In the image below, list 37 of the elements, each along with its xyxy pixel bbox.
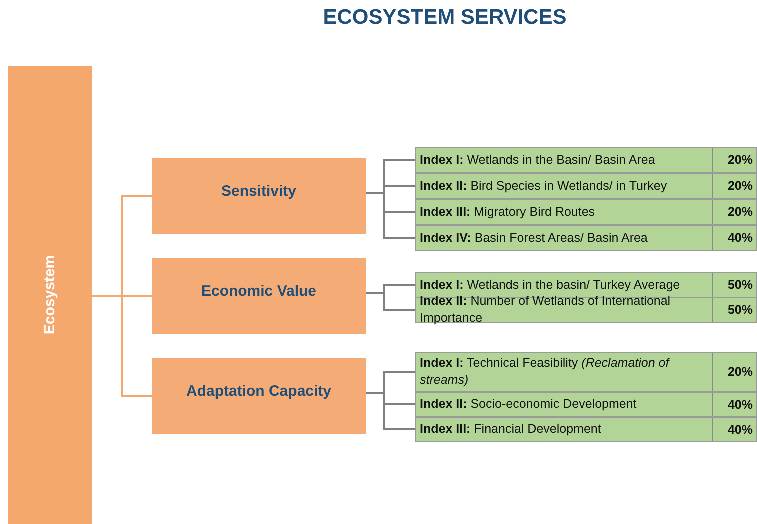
index-row [415,225,757,251]
index-description: Index IV: Basin Forest Areas/ Basin Area [419,230,649,246]
weight-value: 20% [712,174,756,198]
index-row [415,272,757,298]
index-description: Index I: Wetlands in the basin/ Turkey Average [419,276,682,294]
weight-value: 40% [712,226,756,250]
connector-line [366,292,415,311]
index-row [415,147,757,173]
category-box [152,358,366,434]
connector-line [366,192,415,239]
index-row [415,173,757,199]
weight-value: 20% [712,353,756,391]
diagram-title: ECOSYSTEM SERVICES [322,6,568,30]
category-label: Economic Value [201,282,317,300]
weight-value: 20% [712,200,756,224]
category-label: Sensitivity [221,182,297,200]
root-bar [8,66,92,524]
index-description: Index III: Migratory Bird Routes [419,204,596,220]
root-label: Ecosystem [42,255,58,335]
index-row [415,199,757,225]
index-description: Index II: Number of Wetlands of International Importance [419,293,672,327]
index-row [415,392,757,417]
weight-value: 40% [712,393,756,416]
weight-value: 20% [712,148,756,172]
index-description: Index II: Bird Species in Wetlands/ in Turkey [419,178,668,194]
index-row [415,352,757,392]
index-description: Index I: Wetlands in the Basin/ Basin Area [419,152,656,168]
index-description: Index I: Technical Feasibility (Reclamation of streams) [419,355,672,389]
category-box [152,258,366,334]
index-description: Index III: Financial Development [419,421,602,438]
index-description: Index II: Socio-economic Development [419,396,638,413]
weight-value: 40% [712,418,756,441]
index-row [415,417,757,442]
category-box [152,158,366,234]
weight-value: 50% [712,298,756,322]
category-label: Adaptation Capacity [186,382,332,400]
index-row [415,297,757,323]
